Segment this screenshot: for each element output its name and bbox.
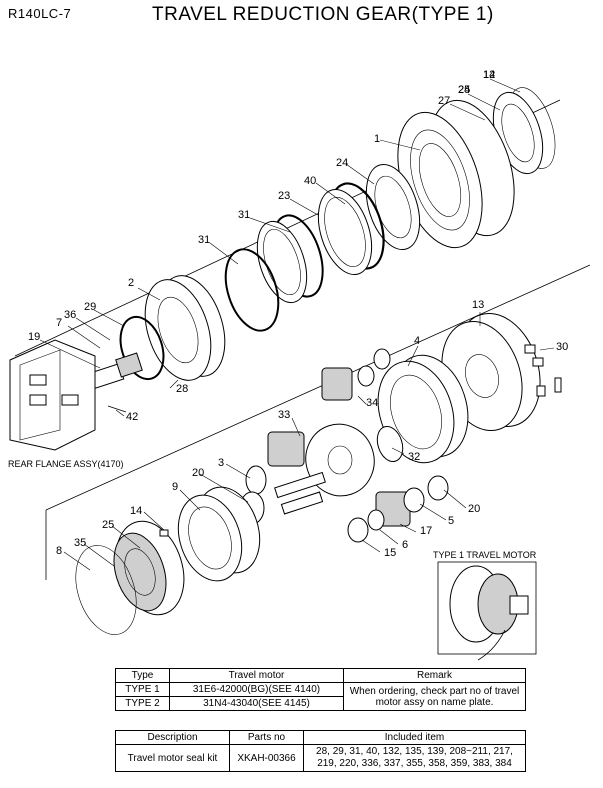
pin-shaft-b [280, 491, 324, 515]
callout-label: 35 [74, 537, 86, 549]
spline-shaft-19 [89, 352, 143, 389]
table1-cell: 31E6-42000(BG)(SEE 4140) [169, 682, 344, 697]
table2-header-description: Description [115, 730, 230, 745]
planet-gear-34 [321, 348, 391, 401]
washer-9 [245, 465, 267, 495]
callout-label: 31 [198, 234, 210, 246]
washer-14b [347, 517, 369, 543]
model-code: R140LC-7 [8, 6, 72, 21]
rear-flange-assy [9, 339, 96, 451]
callout-label: 12 [483, 69, 495, 81]
callout-label: 9 [172, 481, 178, 493]
callout-label: 14 [130, 505, 142, 517]
callout-label: 25 [102, 519, 114, 531]
hub-8 [113, 520, 185, 616]
callout-label: 40 [304, 175, 316, 187]
table1-remark: When ordering, check part no of travel m… [343, 682, 526, 711]
table1-cell: 31N4-43040(SEE 4145) [169, 696, 344, 711]
callout-label: 30 [556, 341, 568, 353]
callout-label: 33 [278, 409, 290, 421]
washer-25b [367, 509, 385, 531]
bearing-24 [365, 164, 421, 250]
callout-label: 5 [448, 515, 454, 527]
bolt-30b [532, 357, 544, 367]
flange-2 [144, 275, 226, 381]
travel-motor-table: Type Travel motor Remark TYPE 1 31E6-420… [115, 668, 526, 711]
plug-32 [554, 377, 562, 393]
table2-cell: XKAH-00366 [229, 744, 304, 772]
table-row: TYPE 2 31N4-43040(SEE 4145) [115, 696, 526, 711]
table2-header-partsno: Parts no [229, 730, 304, 745]
callout-label: 6 [402, 539, 408, 551]
callout-label: 42 [126, 411, 138, 423]
callout-label: 17 [420, 525, 432, 537]
callout-label: 24 [458, 84, 470, 96]
callout-label: 7 [56, 317, 62, 329]
plug-33 [536, 385, 546, 397]
o-ring-29 [119, 315, 165, 381]
pin-42 [107, 405, 127, 413]
callout-label: 15 [384, 547, 396, 559]
callout-label: 23 [278, 190, 290, 202]
callout-label: 14 [483, 69, 495, 81]
table1-header-motor: Travel motor [169, 668, 344, 683]
callout-label: 25 [458, 84, 470, 96]
callout-label: 2 [128, 277, 134, 289]
page-title: TRAVEL REDUCTION GEAR(TYPE 1) [152, 4, 494, 25]
callout-label: 34 [366, 397, 378, 409]
callout-label: 3 [218, 457, 224, 469]
ring-gear-5 [177, 486, 261, 582]
bolt-30a [524, 344, 536, 354]
seal-31b [256, 220, 308, 304]
washer-14a [427, 475, 449, 501]
table-row: Travel motor seal kit XKAH-00366 28, 29,… [115, 744, 526, 772]
callout-label: 20 [468, 503, 480, 515]
callout-label: 28 [176, 383, 188, 395]
callout-label: 19 [28, 331, 40, 343]
table-row: TYPE 1 31E6-42000(BG)(SEE 4140) When ord… [115, 682, 526, 711]
callout-label: 31 [238, 209, 250, 221]
callout-label: 8 [56, 545, 62, 557]
callout-label: 13 [472, 299, 484, 311]
type1-motor-drawing [449, 565, 529, 643]
disk-15 [75, 545, 137, 635]
table1-cell: TYPE 1 [115, 682, 170, 697]
callout-label: 36 [64, 309, 76, 321]
callout-label: 32 [408, 451, 420, 463]
seal-31c [224, 248, 280, 332]
callout-labels: 1224271244023313122936719284213304343332… [28, 69, 568, 559]
callout-label: 1 [374, 133, 380, 145]
washer-25a [403, 487, 425, 513]
table1-header-remark: Remark [343, 668, 526, 683]
table2-cell: Travel motor seal kit [115, 744, 230, 772]
washer-20a [376, 425, 404, 463]
seal-23 [317, 189, 373, 275]
bolt-35 [159, 529, 169, 537]
callout-label: 4 [414, 335, 420, 347]
lower-boundary-line [45, 264, 591, 511]
callout-label: 27 [438, 95, 450, 107]
seal-kit-table: Description Parts no Included item Trave… [115, 730, 526, 772]
callout-label: 20 [192, 467, 204, 479]
bearing-24-top-inner [501, 103, 535, 163]
callout-label: 29 [84, 301, 96, 313]
table1-header-type: Type [115, 668, 170, 683]
table1-cell: TYPE 2 [115, 696, 170, 711]
table2-header-included: Included item [303, 730, 526, 745]
callout-label: 24 [336, 157, 348, 169]
motor-hose [477, 629, 506, 661]
leader-lines [39, 78, 555, 571]
rear-flange-label: REAR FLANGE ASSY(4170) [8, 459, 124, 469]
type1-motor-label: TYPE 1 TRAVEL MOTOR [433, 550, 537, 560]
table2-cell: 28, 29, 31, 40, 132, 135, 139, 208~211, … [303, 744, 526, 772]
pin-shaft-a [274, 471, 326, 499]
